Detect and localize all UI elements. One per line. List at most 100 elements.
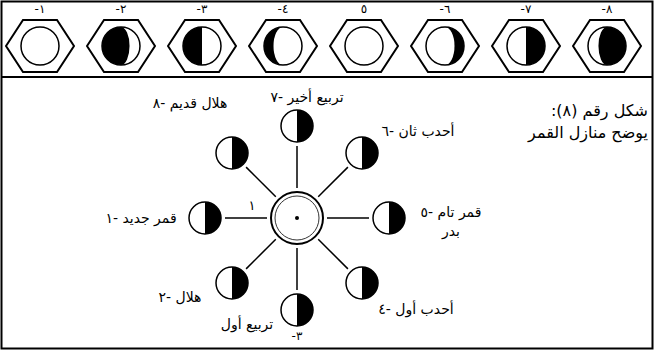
phase-number: -٣ [196,3,209,17]
moon-lit-side [507,27,526,65]
hexagon-outline [168,20,236,72]
earth-center-dot [295,216,299,220]
moon-outline [426,27,464,65]
phase-name: هلال قديم -٨ [152,95,229,111]
moon-dark-side [346,137,378,169]
phase-hexagon: -٨ [572,19,642,73]
moon-position: قمر تام -٥بدر [373,202,405,234]
moon-lit-side [274,27,303,65]
radial-line [318,167,348,197]
moon-dark-side [588,27,626,65]
moon-lit-side [426,27,455,65]
radial-line [225,217,267,219]
moon-lit-side [346,137,362,169]
moon-lit-side [21,27,59,65]
phase-hexagon: ٥ [329,19,399,73]
hexagon-frame [572,19,642,73]
phase-name: قمر تام -٥ [420,204,483,220]
hexagon-outline [6,20,74,72]
hexagon-outline [87,20,155,72]
moon-outline [216,137,248,169]
moon-position: أحدب ثان -٦ [346,137,378,169]
moon-lit-side [121,27,140,65]
moon-lit-side [373,202,389,234]
moon-dark-side [183,27,221,65]
moon-position: أحدب أول -٤ [346,267,378,299]
hexagon-frame [248,19,318,73]
moon-outline [346,137,378,169]
row-divider [2,76,653,78]
moon-lit-side [281,110,297,142]
moon-dark-side [507,27,545,65]
moon-outline [507,27,545,65]
phase-number: -٢ [115,3,128,17]
phase-name: أحدب أول -٤ [377,301,454,317]
phase-hexagon: -٤ [248,19,318,73]
figure-caption: شكل رقم (٨): يوضح منازل القمر [522,100,648,143]
moon-dark-side [216,267,248,299]
moon-dark-side [264,27,302,65]
phase-hexagon: -٧ [491,19,561,73]
moon-symbol [346,137,378,169]
moon-lit-side [346,267,362,299]
moon-dark-side [189,202,221,234]
hexagon-frame [86,19,156,73]
phase-note: -٣ [291,330,304,344]
phase-name: قمر جديد -١ [104,210,177,226]
phase-number: -٨ [601,3,614,17]
moon-lit-side [281,294,297,326]
phase-number: -٧ [520,3,533,17]
radial-line [327,217,369,219]
radial-line [296,146,298,188]
moon-symbol [346,267,378,299]
moon-outline [216,267,248,299]
radial-line [296,248,298,290]
radial-line [246,239,276,269]
moon-position: قمر جديد -١ [189,202,221,234]
hexagon-outline [573,20,641,72]
moon-dark-side [281,294,313,326]
moon-dark-side [102,27,140,65]
phase-number: -١ [34,3,47,17]
phase-hexagon: -٣ [167,19,237,73]
moon-outline [281,110,313,142]
hexagon-outline [411,20,479,72]
moon-lit-side [588,27,607,65]
moon-position: هلال قديم -٨ [216,137,248,169]
moon-dark-side [346,267,378,299]
earth-inner-ring [275,196,319,240]
hexagon-frame [5,19,75,73]
hexagon-frame [329,19,399,73]
moon-symbol [373,202,405,234]
moon-lit-side [345,27,383,65]
moon-outline [183,27,221,65]
phase-number: ٥ [360,3,368,17]
moon-symbol [216,137,248,169]
phase-number: -٤ [277,3,290,17]
moon-outline [345,27,383,65]
moon-symbol [281,110,313,142]
hexagon-outline [249,20,317,72]
hexagon-frame [167,19,237,73]
moon-dark-side [21,27,59,65]
phase-name: تربيع أخير -٧ [269,89,344,105]
moon-dark-side [216,137,248,169]
moon-lit-side [202,27,221,65]
radial-lines [225,146,369,290]
phase-name: أحدب ثان -٦ [381,123,456,139]
phase-hexagon: -٢ [86,19,156,73]
moon-position: تربيع أخير -٧ [281,110,313,142]
phase-hexagon: -١ [5,19,75,73]
moon-dark-side [345,27,383,65]
radial-line [318,239,348,269]
moon-outline [189,202,221,234]
moon-lit-side [216,137,232,169]
moon-lit-side [216,267,232,299]
moon-outline [102,27,140,65]
moon-dark-side [373,202,405,234]
moon-position: تربيع أول-٣ [281,294,313,326]
moon-outline [281,294,313,326]
phase-hexagon: -٦ [410,19,480,73]
